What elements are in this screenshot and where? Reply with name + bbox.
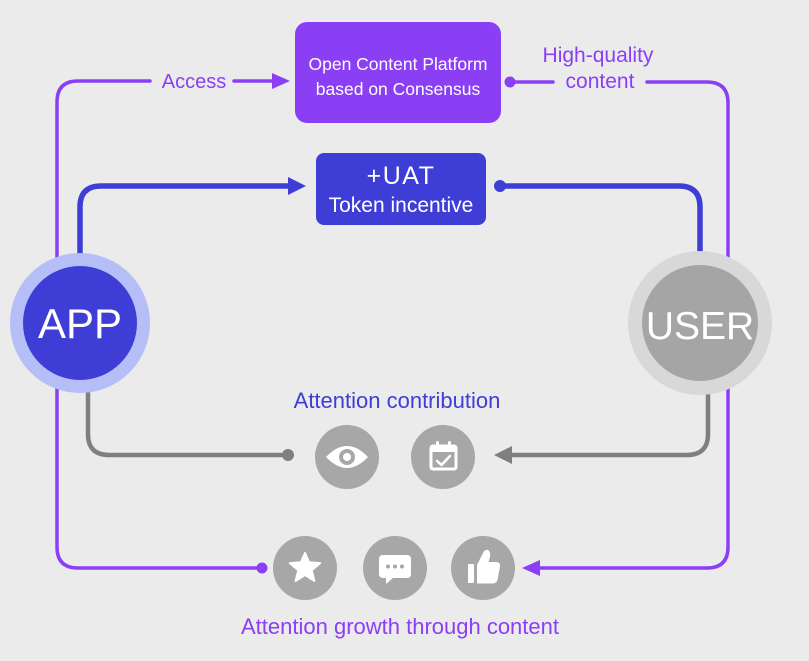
star-icon xyxy=(288,552,322,582)
access-arrowhead xyxy=(272,73,290,89)
app-attention-connector xyxy=(85,387,291,458)
attention-contribution-label: Attention contribution xyxy=(294,388,501,413)
app-node: APP xyxy=(10,253,150,393)
user-token-connector xyxy=(497,183,703,258)
thumbs-up-icon-badge xyxy=(451,536,515,600)
attention-growth-arrowhead xyxy=(522,560,540,576)
token-box-line1: +UAT xyxy=(367,162,436,190)
platform-box: Open Content Platform based on Consensus xyxy=(295,22,501,123)
quality-label-line1: High-quality xyxy=(543,44,654,67)
calendar-check-icon xyxy=(429,441,458,471)
user-attention-connector xyxy=(507,387,711,458)
eye-icon xyxy=(326,446,368,468)
token-box: +UAT Token incentive xyxy=(316,153,486,225)
quality-label-line2: content xyxy=(566,70,635,93)
app-node-label: APP xyxy=(38,300,122,347)
eye-icon-badge xyxy=(315,425,379,489)
attention-loop xyxy=(85,387,711,464)
token-box-bg xyxy=(316,153,486,225)
calendar-check-icon-badge xyxy=(411,425,475,489)
user-node-core xyxy=(642,265,758,381)
icon-badge-circle xyxy=(411,425,475,489)
platform-box-line2: based on Consensus xyxy=(316,79,481,99)
app-node-core xyxy=(23,266,137,380)
chat-icon xyxy=(379,555,411,584)
platform-box-bg xyxy=(295,22,501,123)
attention-growth-label: Attention growth through content xyxy=(241,614,559,639)
user-node: USER xyxy=(628,251,772,395)
app-token-connector xyxy=(77,183,293,258)
thumbs-up-icon xyxy=(468,549,501,584)
user-node-label: USER xyxy=(646,305,754,348)
chat-icon-badge xyxy=(363,536,427,600)
token-box-line2: Token incentive xyxy=(329,194,474,217)
attention-dot xyxy=(282,449,294,461)
token-arrowhead xyxy=(288,177,306,195)
attention-arrowhead xyxy=(494,446,512,464)
star-icon-badge xyxy=(273,536,337,600)
token-loop xyxy=(77,177,703,258)
attention-growth-dot xyxy=(256,562,268,574)
platform-box-line1: Open Content Platform xyxy=(309,54,488,74)
access-label: Access xyxy=(162,71,226,93)
